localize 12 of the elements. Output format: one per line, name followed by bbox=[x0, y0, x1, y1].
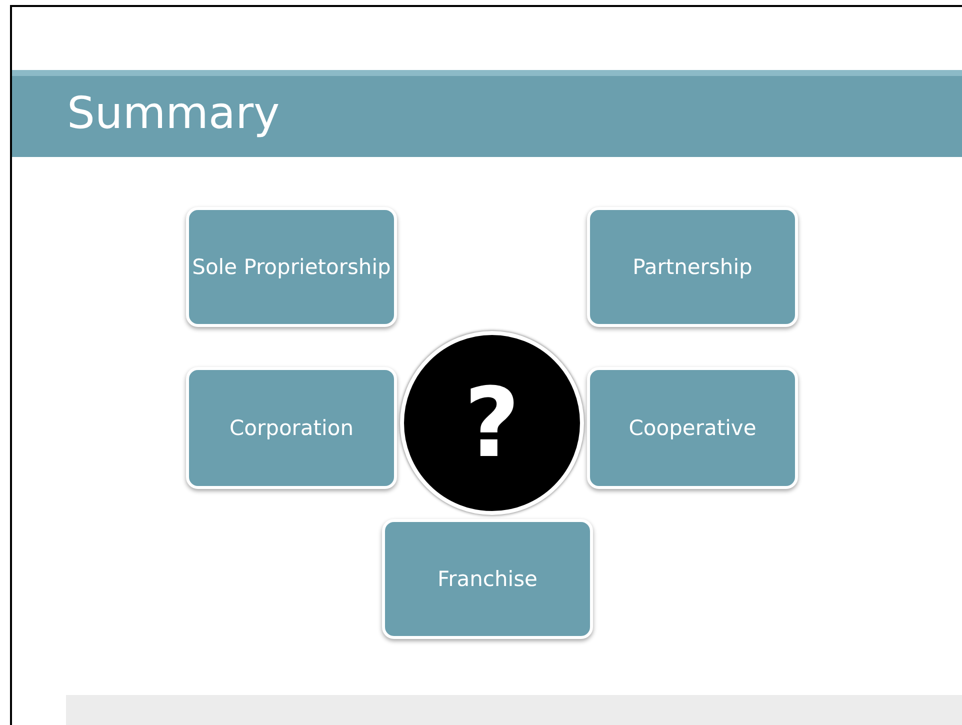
box-label: Sole Proprietorship bbox=[191, 254, 392, 281]
category-box bbox=[186, 367, 397, 489]
question-mark: ? bbox=[464, 375, 520, 471]
box-label: Partnership bbox=[632, 254, 754, 281]
category-box bbox=[382, 519, 593, 639]
category-box bbox=[587, 207, 798, 327]
box-label: Franchise bbox=[436, 566, 538, 593]
slide-title: Summary bbox=[67, 87, 280, 141]
category-box bbox=[587, 367, 798, 489]
box-label: Cooperative bbox=[628, 415, 758, 442]
category-box bbox=[186, 207, 397, 327]
box-label: Corporation bbox=[228, 415, 355, 442]
